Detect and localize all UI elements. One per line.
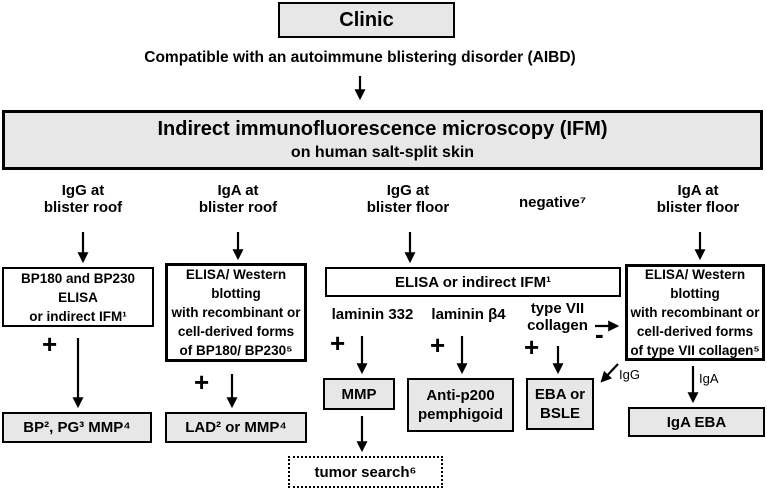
iga-result-label: IgA bbox=[699, 371, 719, 386]
minus-sign-type-vii: - bbox=[595, 319, 604, 349]
arrow-igg-to-eba bbox=[600, 363, 619, 383]
iga-blister-floor-label: IgA at blister floor bbox=[656, 182, 740, 216]
iga-blister-roof-label: IgA at blister roof bbox=[198, 182, 278, 216]
laminin-b4-label: laminin β4 bbox=[431, 306, 506, 323]
plus-sign-lad: + bbox=[194, 367, 210, 397]
western-blot-collagen7-box: ELISA/ Western blotting with recombinant… bbox=[625, 264, 765, 361]
tumor-search-box: tumor search⁶ bbox=[288, 456, 443, 488]
type-vii-collagen-label: type VII collagen bbox=[527, 300, 588, 334]
ifm-subtitle: on human salt-split skin bbox=[290, 144, 475, 161]
eba-bsle-box: EBA or BSLE bbox=[526, 378, 594, 430]
plus-sign-laminin-b4: + bbox=[430, 330, 446, 360]
negative-label: negative⁷ bbox=[518, 194, 587, 211]
bp-pg-mmp-box: BP², PG³ MMP⁴ bbox=[2, 412, 152, 443]
igg-blister-floor-label: IgG at blister floor bbox=[366, 182, 450, 216]
ifm-title: Indirect immunofluorescence microscopy (… bbox=[157, 118, 608, 140]
ifm-box: Indirect immunofluorescence microscopy (… bbox=[2, 110, 763, 170]
plus-sign-bp: + bbox=[42, 329, 58, 359]
plus-sign-type-vii: + bbox=[524, 332, 540, 362]
anti-p200-box: Anti-p200 pemphigoid bbox=[407, 378, 514, 432]
western-blot-bp-box: ELISA/ Western blotting with recombinant… bbox=[165, 263, 307, 362]
lad-mmp-box: LAD² or MMP⁴ bbox=[165, 412, 307, 443]
plus-sign-laminin332: + bbox=[330, 328, 346, 358]
igg-result-label: IgG bbox=[619, 367, 640, 382]
mmp-box: MMP bbox=[323, 378, 395, 410]
laminin-332-label: laminin 332 bbox=[331, 306, 414, 323]
bp180-bp230-elisa-box: BP180 and BP230 ELISA or indirect IFM¹ bbox=[2, 267, 154, 327]
compatible-aibd-label: Compatible with an autoimmune blistering… bbox=[144, 49, 576, 66]
elisa-or-indirect-ifm-box: ELISA or indirect IFM¹ bbox=[325, 267, 621, 297]
igg-blister-roof-label: IgG at blister roof bbox=[43, 182, 123, 216]
clinic-box: Clinic bbox=[278, 2, 455, 38]
iga-eba-box: IgA EBA bbox=[628, 407, 765, 437]
